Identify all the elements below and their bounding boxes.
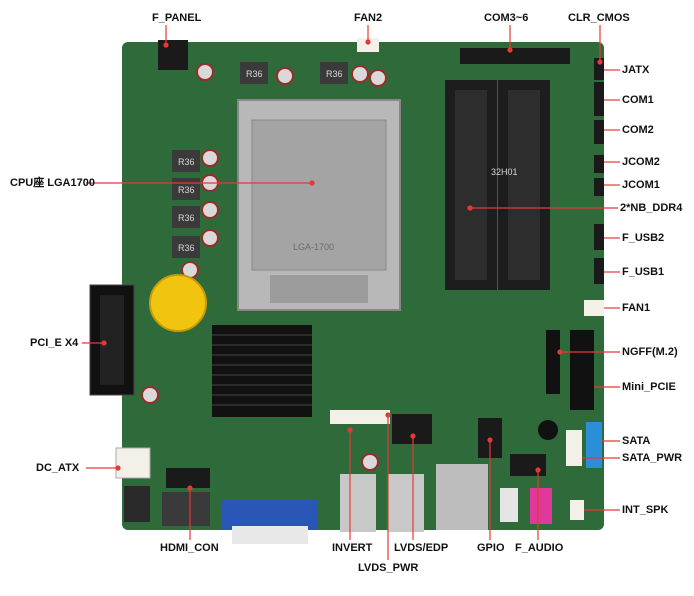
label-fan2: FAN2: [354, 12, 383, 24]
hdmi-port: [162, 492, 210, 526]
f-usb1-header: [594, 258, 604, 284]
hdmi-header: [166, 468, 210, 488]
pch-heatsink: [212, 325, 312, 417]
f-audio-header: [510, 454, 546, 476]
label-com3-6: COM3~6: [484, 12, 529, 24]
dimm-marking: 32H01: [491, 167, 518, 177]
label-lvds-edp: LVDS/EDP: [394, 542, 449, 554]
dc-jack: [124, 486, 150, 522]
label-sata-pwr: SATA_PWR: [622, 452, 683, 464]
f-panel-header: [158, 40, 188, 70]
usb3-stack-1: [340, 474, 376, 532]
int-spk-connector: [570, 500, 584, 520]
audio-jack-pink: [530, 488, 552, 524]
dc-atx-connector: [115, 447, 151, 479]
sata-power-connector: [566, 430, 582, 466]
label-lvds-pwr: LVDS_PWR: [358, 562, 419, 574]
label-f-audio: F_AUDIO: [515, 542, 564, 554]
fan2-connector: [357, 38, 379, 52]
com1-header: [594, 92, 604, 116]
audio-jack-green: [500, 488, 518, 522]
mini-pcie-slot: [570, 330, 594, 410]
label-dc-atx: DC_ATX: [36, 462, 80, 474]
inductor-marking-5: R36: [178, 213, 195, 223]
label-jcom1: JCOM1: [622, 179, 660, 191]
label-hdmi-con: HDMI_CON: [160, 542, 219, 554]
label-fan1: FAN1: [622, 302, 651, 314]
com2-header: [594, 120, 604, 144]
label-pcie-x4: PCI_E X4: [30, 337, 79, 349]
com3-6-header: [460, 48, 570, 64]
label-f-usb1: F_USB1: [622, 266, 665, 278]
label-com2: COM2: [622, 124, 654, 136]
capacitors: [141, 63, 387, 471]
rj45-port: [436, 464, 488, 530]
label-gpio: GPIO: [477, 542, 505, 554]
label-f-panel: F_PANEL: [152, 12, 202, 24]
label-ngff: NGFF(M.2): [622, 346, 678, 358]
inductor-marking-6: R36: [178, 243, 195, 253]
buzzer: [538, 420, 558, 440]
vga-port: [222, 500, 318, 530]
label-f-usb2: F_USB2: [622, 232, 665, 244]
label-cpu-socket: CPU座 LGA1700: [10, 177, 95, 189]
jcom2-header: [594, 155, 604, 173]
jcom1-header: [594, 178, 604, 196]
clr-cmos-jumper: [594, 58, 604, 80]
inductor-marking-4: R36: [178, 185, 195, 195]
sata-port: [586, 422, 602, 468]
leader-lines: [82, 25, 620, 560]
inductor-marking-2: R36: [326, 69, 343, 79]
fan1-connector: [584, 300, 604, 316]
jatx-header: [594, 82, 604, 98]
socket-marking: LGA-1700: [293, 242, 334, 252]
label-nb-ddr4: 2*NB_DDR4: [620, 202, 683, 214]
inductor-marking-1: R36: [246, 69, 263, 79]
label-sata: SATA: [622, 435, 651, 447]
edp-header: [392, 414, 432, 444]
inductor-marking-3: R36: [178, 157, 195, 167]
f-usb2-header: [594, 224, 604, 250]
label-invert: INVERT: [332, 542, 373, 554]
lvds-header: [330, 410, 390, 424]
label-jatx: JATX: [622, 64, 650, 76]
cmos-battery: [149, 274, 207, 332]
m2-slot: [546, 330, 560, 394]
usb3-stack-2: [388, 474, 424, 532]
label-int-spk: INT_SPK: [622, 504, 669, 516]
label-jcom2: JCOM2: [622, 156, 660, 168]
label-mini-pcie: Mini_PCIE: [622, 381, 676, 393]
label-com1: COM1: [622, 94, 654, 106]
label-clr-cmos: CLR_CMOS: [568, 12, 630, 24]
